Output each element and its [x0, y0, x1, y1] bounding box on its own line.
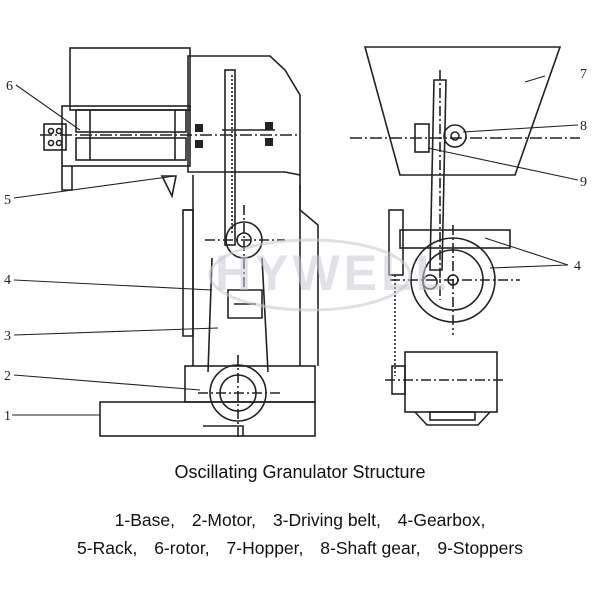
legend-item-gearbox: 4-Gearbox,: [397, 510, 486, 530]
rack: [224, 69, 236, 246]
shaft-gear: [443, 124, 467, 148]
hopper-box: [69, 47, 191, 111]
callout-9: 9: [580, 175, 587, 190]
base-foot: [203, 425, 244, 436]
callout-3: 3: [4, 329, 11, 344]
legend-item-hopper: 7-Hopper,: [226, 538, 304, 558]
top-housing: [187, 55, 301, 176]
legend-item-rack: 5-Rack,: [77, 538, 138, 558]
right-machine-view: [350, 46, 580, 426]
legend-row-2: 5-Rack, 6-rotor, 7-Hopper, 8-Shaft gear,…: [0, 538, 600, 559]
callout-2: 2: [4, 369, 11, 384]
callout-1: 1: [4, 409, 11, 424]
watermark: HYWELL: [208, 238, 450, 312]
legend-item-driving-belt: 3-Driving belt,: [272, 510, 381, 530]
base-plate: [99, 401, 316, 437]
motor-housing: [184, 365, 316, 403]
callout-numbers: 1 2 3 4 5 6 7 8 9 4: [4, 67, 587, 424]
linkage-arm: [429, 79, 447, 271]
rotor-cage: [61, 105, 191, 167]
callout-4-left: 4: [4, 273, 11, 288]
diagram-caption: Oscillating Granulator Structure: [174, 462, 426, 482]
right-motor: [404, 351, 498, 413]
legend-row-1: 1-Base, 2-Motor, 3-Driving belt, 4-Gearb…: [0, 510, 600, 531]
callout-4-right: 4: [574, 259, 581, 274]
left-machine-view: [40, 47, 319, 440]
callout-6: 6: [6, 79, 13, 94]
legend-item-rotor: 6-rotor,: [154, 538, 210, 558]
callout-8: 8: [580, 119, 587, 134]
legend-item-base: 1-Base,: [114, 510, 175, 530]
legend-item-stoppers: 9-Stoppers: [437, 538, 523, 558]
watermark-text: HYWELL: [215, 245, 450, 301]
callout-7: 7: [580, 67, 587, 82]
legend-item-motor: 2-Motor,: [191, 510, 257, 530]
leader-lines: [12, 75, 579, 416]
hopper: [363, 46, 562, 176]
legend-item-shaft-gear: 8-Shaft gear,: [320, 538, 421, 558]
callout-5: 5: [4, 193, 11, 208]
stopper: [414, 123, 430, 153]
